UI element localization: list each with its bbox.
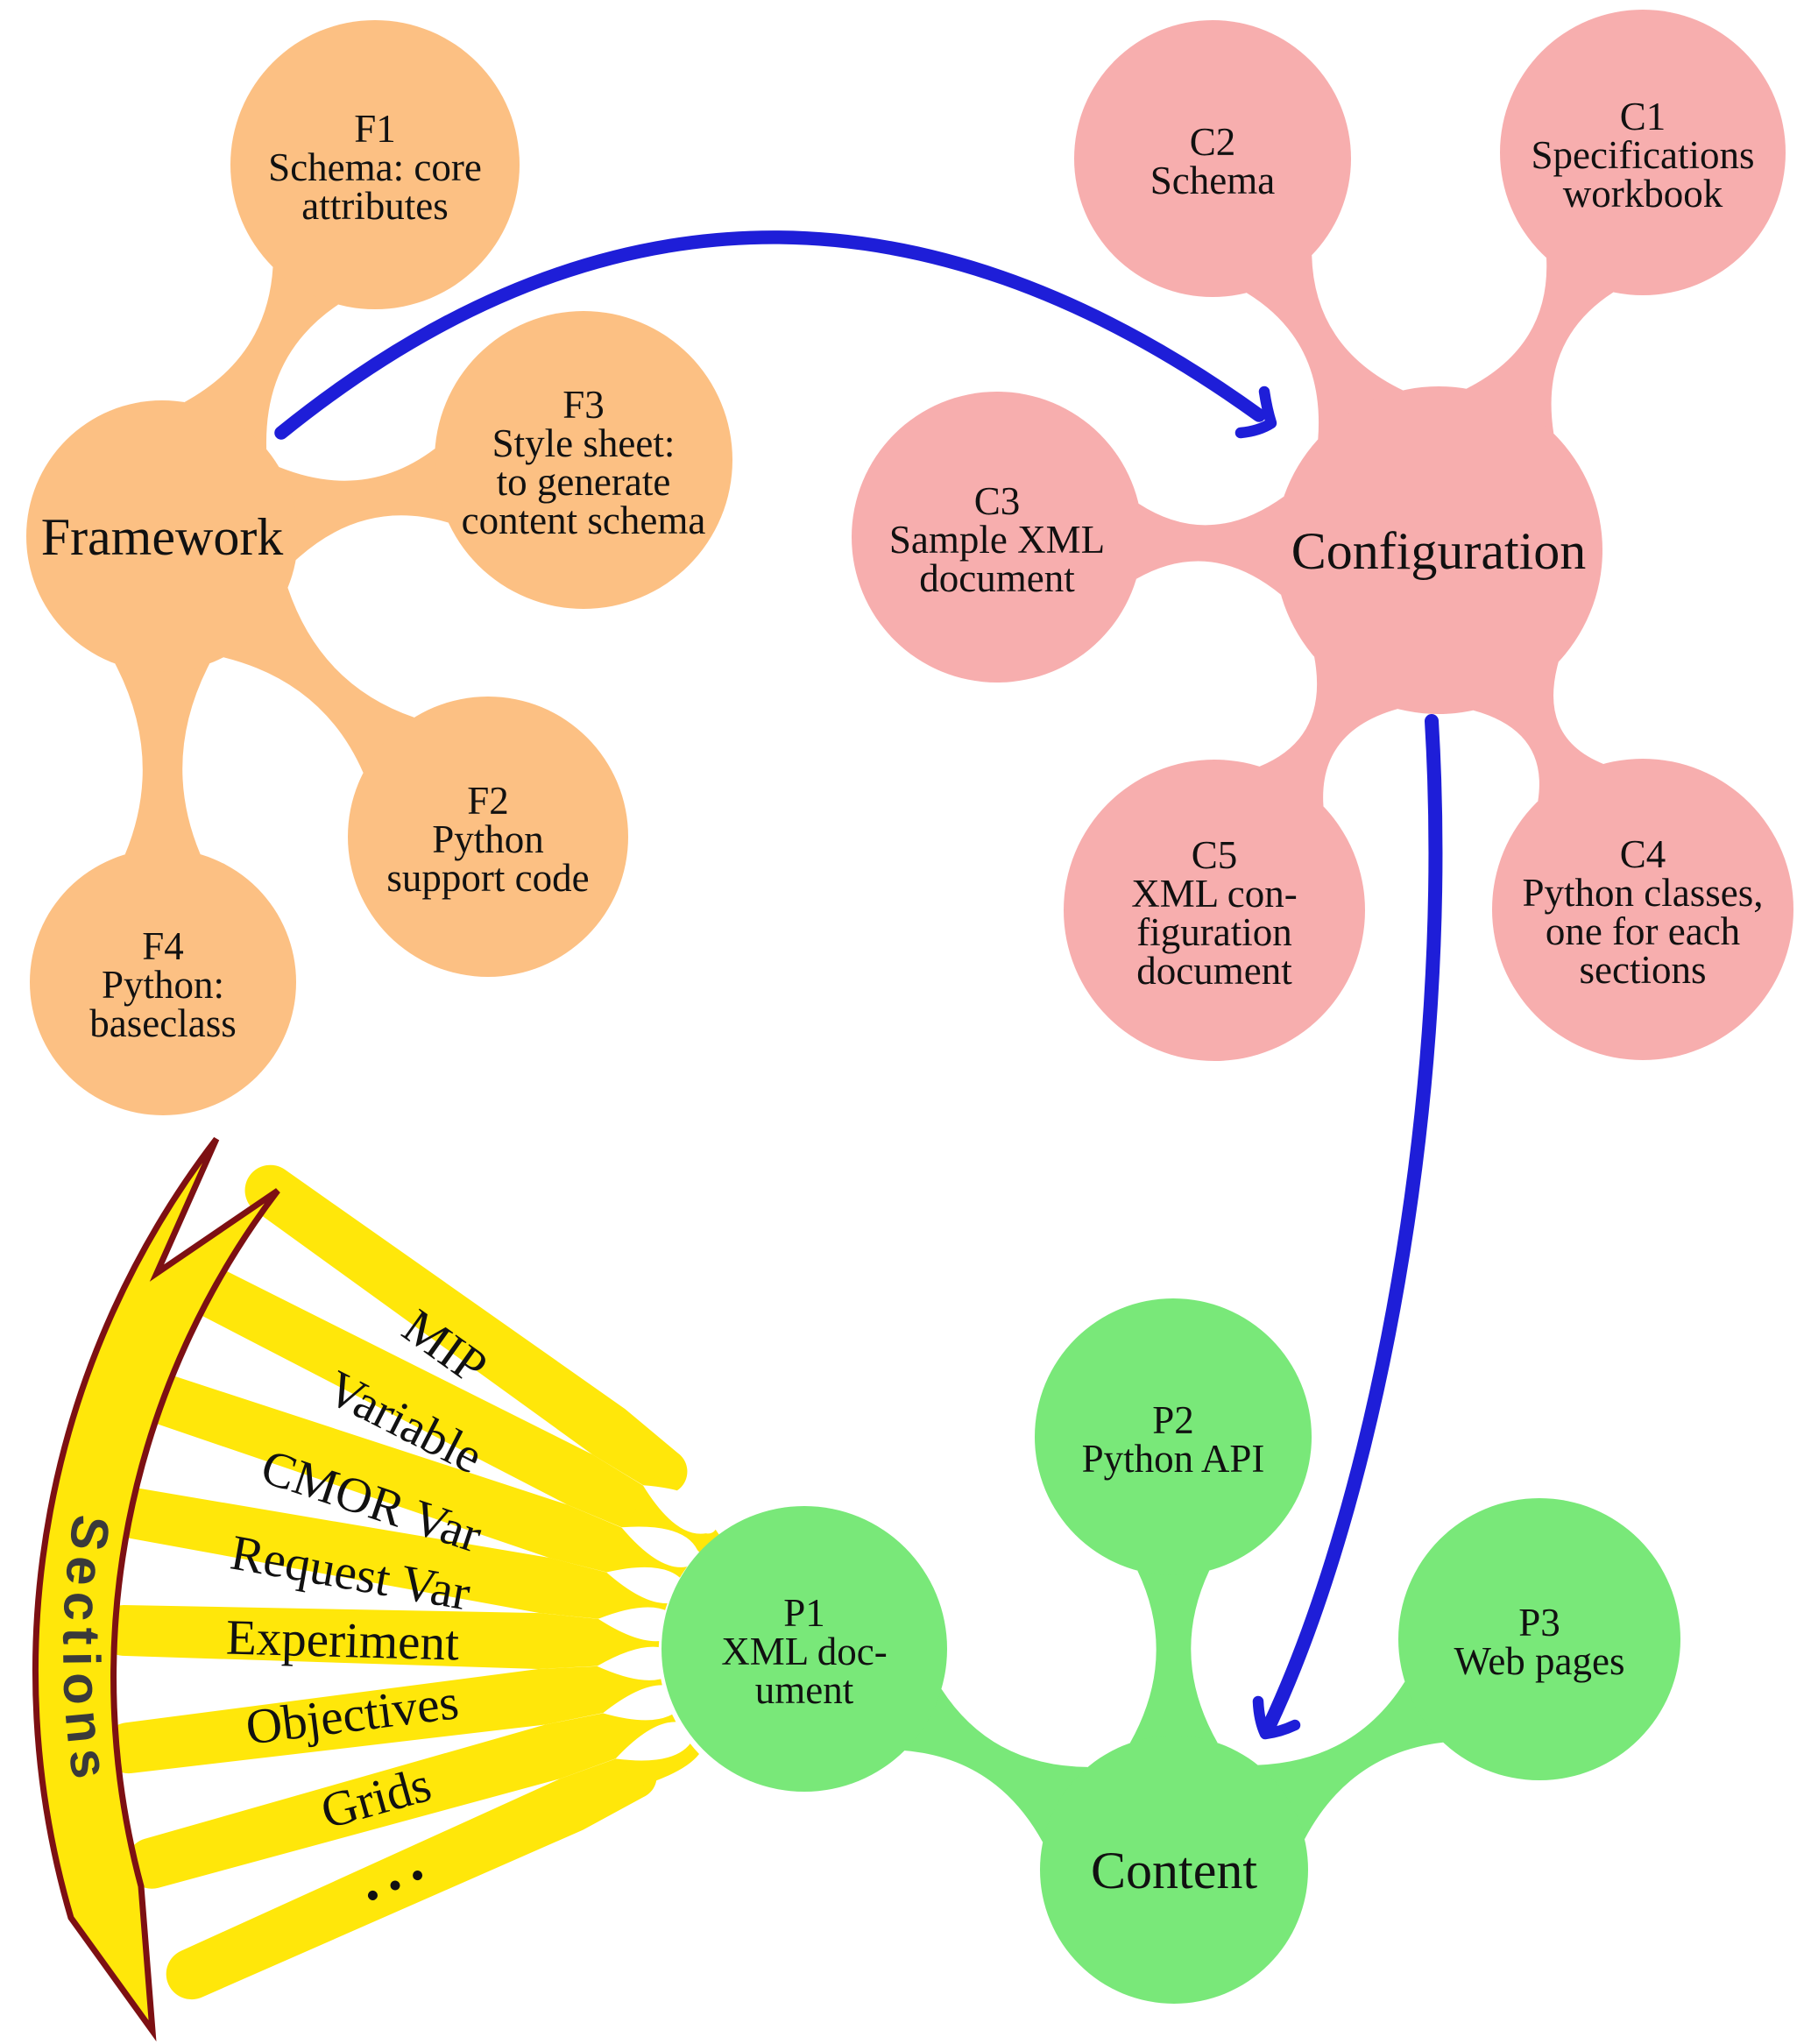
svg-text:Web pages: Web pages <box>1454 1639 1624 1683</box>
svg-text:attributes: attributes <box>301 184 448 228</box>
svg-text:baseclass: baseclass <box>89 1001 236 1045</box>
svg-text:XML doc-: XML doc- <box>721 1630 888 1673</box>
svg-text:Specifications: Specifications <box>1532 133 1755 177</box>
svg-text:XML con-: XML con- <box>1131 872 1298 916</box>
svg-text:Configuration: Configuration <box>1291 522 1587 580</box>
svg-text:Schema: core: Schema: core <box>268 145 482 189</box>
svg-text:C2: C2 <box>1190 120 1236 164</box>
svg-text:document: document <box>919 556 1075 600</box>
svg-text:Python:: Python: <box>102 963 224 1007</box>
svg-text:Python API: Python API <box>1082 1437 1265 1481</box>
svg-text:F1: F1 <box>354 107 396 151</box>
svg-text:Content: Content <box>1091 1842 1257 1899</box>
svg-text:sections: sections <box>1580 948 1707 992</box>
svg-text:P3: P3 <box>1518 1601 1560 1644</box>
svg-text:F3: F3 <box>562 383 605 427</box>
svg-text:Sections: Sections <box>52 1511 121 1788</box>
svg-text:to generate: to generate <box>497 460 671 504</box>
svg-text:workbook: workbook <box>1563 172 1723 216</box>
svg-text:P1: P1 <box>783 1591 825 1635</box>
svg-text:one for each: one for each <box>1546 909 1740 953</box>
svg-text:F2: F2 <box>467 779 509 823</box>
svg-text:document: document <box>1136 949 1292 993</box>
svg-text:Python classes,: Python classes, <box>1523 871 1764 915</box>
svg-text:P2: P2 <box>1152 1398 1194 1442</box>
svg-text:Style sheet:: Style sheet: <box>492 421 676 465</box>
svg-text:C3: C3 <box>974 479 1021 523</box>
svg-text:ument: ument <box>755 1668 854 1712</box>
svg-text:Schema: Schema <box>1150 159 1275 202</box>
svg-text:C1: C1 <box>1620 95 1666 138</box>
svg-text:C4: C4 <box>1620 832 1666 876</box>
svg-text:Framework: Framework <box>41 508 284 566</box>
svg-text:Experiment: Experiment <box>225 1610 460 1672</box>
svg-text:figuration: figuration <box>1136 910 1291 954</box>
svg-text:C5: C5 <box>1192 833 1238 877</box>
svg-text:Sample XML: Sample XML <box>889 518 1105 562</box>
svg-text:support code: support code <box>386 856 589 900</box>
svg-text:Python: Python <box>432 817 544 861</box>
svg-text:F4: F4 <box>142 924 184 968</box>
svg-text:content schema: content schema <box>462 499 706 542</box>
